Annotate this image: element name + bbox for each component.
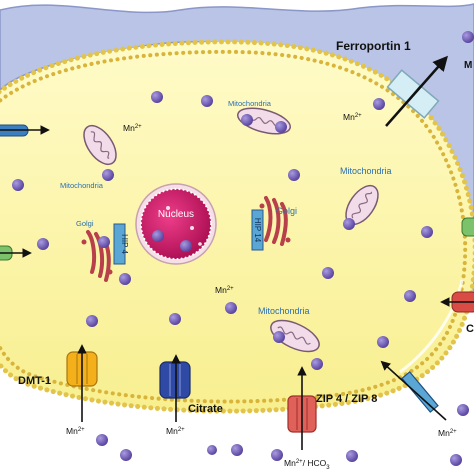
mn-ion xyxy=(37,238,49,250)
mn-ion xyxy=(346,450,358,462)
golgi-label-right: Golgi xyxy=(276,206,297,216)
mn-label-base: Mn xyxy=(343,112,355,122)
mn-ion xyxy=(457,404,469,416)
mn-ion xyxy=(343,218,355,230)
hip14-box: HIP 14 xyxy=(251,209,264,251)
mn-ion xyxy=(421,226,433,238)
mn-label-base: Mn xyxy=(215,285,227,295)
mn-ion xyxy=(12,179,24,191)
mn-ion xyxy=(120,449,132,461)
mn-ion xyxy=(404,290,416,302)
mn-ion xyxy=(119,273,131,285)
mn-ion xyxy=(98,236,110,248)
mn-ion xyxy=(322,267,334,279)
mn-label-charge: 2+ xyxy=(355,113,362,119)
mn-ion xyxy=(96,434,108,446)
zip-label: ZIP 4 / ZIP 8 xyxy=(316,393,377,405)
mn-ion xyxy=(288,169,300,181)
mn-label-zip-suffix: / HCO xyxy=(303,458,327,468)
top-right-cut-label: M xyxy=(464,60,472,71)
channel-bottom-right-arrow xyxy=(380,360,447,421)
mn-label-base: Mn xyxy=(438,428,450,438)
right-cut-label: C xyxy=(466,323,474,335)
dmt1-label: DMT-1 xyxy=(18,375,51,387)
mitochondria-label-right: Mitochondria xyxy=(340,166,392,176)
nucleus-label: Nucleus xyxy=(158,209,194,220)
mn-label-zip-subscript: 3 xyxy=(326,465,330,471)
mn-label-base: Mn xyxy=(166,426,178,436)
citrate-transporter xyxy=(159,361,191,399)
mn-ion xyxy=(225,302,237,314)
mn-ion xyxy=(462,31,474,43)
mn-label-charge: 2+ xyxy=(227,286,234,292)
membrane-sheen xyxy=(399,279,464,374)
mn-label-charge: 2+ xyxy=(450,429,457,435)
nucleus xyxy=(135,183,217,265)
cell-cytoplasm xyxy=(0,41,474,412)
mn-label-zip: Mn2+/ HCO3 xyxy=(284,458,330,471)
mn-label-charge: 2+ xyxy=(78,427,85,433)
mn-label-inside-3: Mn2+ xyxy=(215,285,234,295)
mn-label-inside-2: Mn2+ xyxy=(343,112,362,122)
mn-label-charge: 2+ xyxy=(178,427,185,433)
mn-label-citrate: Mn2+ xyxy=(166,426,185,436)
mn-ion xyxy=(273,331,285,343)
hip4-label: HIP 4 xyxy=(120,234,129,254)
mn-ion xyxy=(373,98,385,110)
mn-ion xyxy=(377,336,389,348)
mn-label-bottom-right: Mn2+ xyxy=(438,428,457,438)
mn-label-charge: 2+ xyxy=(135,124,142,130)
mitochondria-label-bottom: Mitochondria xyxy=(258,306,310,316)
golgi-label-left: Golgi xyxy=(76,219,94,228)
mn-label-inside-1: Mn2+ xyxy=(123,123,142,133)
mn-label-base: Mn xyxy=(66,426,78,436)
mn-ions xyxy=(12,31,474,466)
mn-label-charge: 2+ xyxy=(296,459,303,465)
ferroportin-arrow xyxy=(385,55,448,127)
right-channel-middle xyxy=(461,217,474,237)
hip14-label: HIP 14 xyxy=(253,218,262,243)
mitochondrion-left xyxy=(83,124,117,166)
mn-ion xyxy=(450,454,462,466)
channel-bottom-right xyxy=(401,371,439,413)
ferroportin-label: Ferroportin 1 xyxy=(336,39,411,53)
mn-label-dmt1: Mn2+ xyxy=(66,426,85,436)
mn-label-base: Mn xyxy=(123,123,135,133)
hip4-box: HIP 4 xyxy=(113,223,129,265)
golgi-right xyxy=(259,196,291,246)
mitochondrion-bottom xyxy=(270,319,320,353)
mn-ion xyxy=(86,315,98,327)
mn-ion xyxy=(207,445,217,455)
mn-ion xyxy=(102,169,114,181)
citrate-label: Citrate xyxy=(188,403,223,415)
mn-ion xyxy=(201,95,213,107)
mitochondria-label-left: Mitochondria xyxy=(60,181,104,190)
mn-ion xyxy=(271,449,283,461)
mn-ion xyxy=(241,114,253,126)
mn-label-base: Mn xyxy=(284,458,296,468)
mn-ion xyxy=(151,91,163,103)
mitochondria-label-top: Mitochondria xyxy=(228,99,272,108)
mn-ion xyxy=(231,444,243,456)
mn-ion xyxy=(275,121,287,133)
mn-ion xyxy=(169,313,181,325)
cell-membrane-inner xyxy=(0,49,468,404)
mn-ion xyxy=(311,358,323,370)
